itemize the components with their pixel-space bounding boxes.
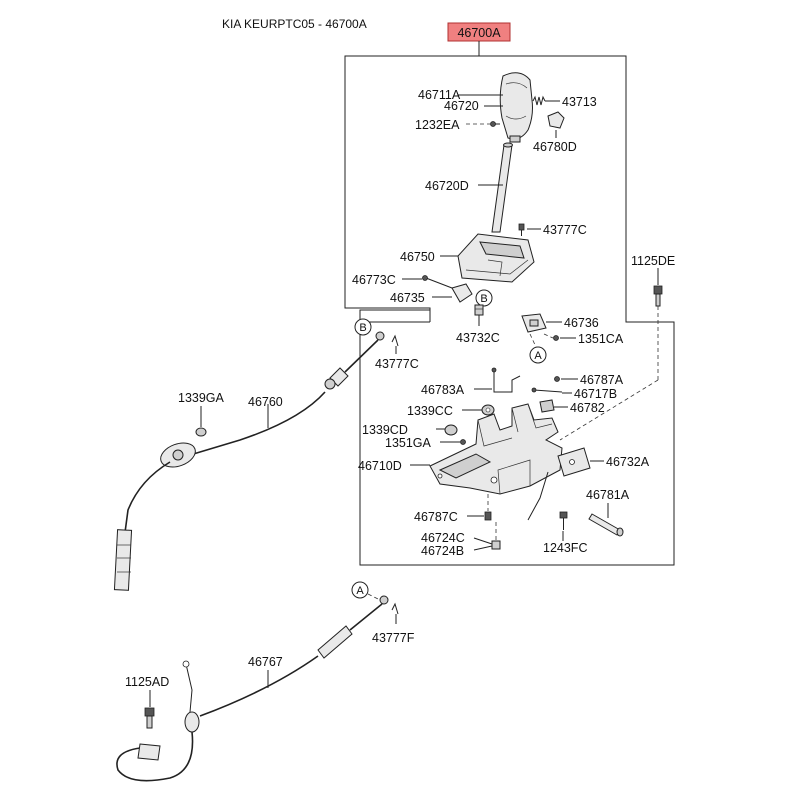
bolt-1243FC[interactable] bbox=[559, 511, 568, 530]
selected-part-label[interactable]: 46700A bbox=[457, 26, 501, 40]
label-46760[interactable]: 46760 bbox=[248, 395, 283, 409]
screw-1351CA[interactable] bbox=[553, 335, 559, 341]
spring-43713[interactable] bbox=[532, 95, 546, 106]
label-46787A[interactable]: 46787A bbox=[580, 373, 624, 387]
label-46781A[interactable]: 46781A bbox=[586, 488, 630, 502]
bracket-46783A[interactable] bbox=[491, 367, 521, 393]
label-1125DE[interactable]: 1125DE bbox=[631, 254, 675, 268]
clip-43777F[interactable] bbox=[391, 602, 399, 615]
svg-text:B: B bbox=[359, 322, 366, 334]
shift-knob[interactable] bbox=[499, 72, 533, 143]
svg-text:B: B bbox=[480, 293, 487, 305]
label-46780D[interactable]: 46780D bbox=[533, 140, 577, 154]
label-46787C[interactable]: 46787C bbox=[414, 510, 458, 524]
diagram-title: KIA KEURPTC05 - 46700A bbox=[222, 17, 367, 31]
leader-46724C bbox=[473, 537, 493, 545]
label-43732C[interactable]: 43732C bbox=[456, 331, 500, 345]
pin-46787A[interactable] bbox=[554, 376, 560, 382]
label-1232EA[interactable]: 1232EA bbox=[415, 118, 460, 132]
grommet-1339GA[interactable] bbox=[195, 427, 207, 437]
cable-46760[interactable] bbox=[113, 339, 379, 591]
callout-b-left[interactable]: B bbox=[354, 318, 372, 336]
part-46736[interactable] bbox=[521, 313, 547, 333]
label-1339GA[interactable]: 1339GA bbox=[178, 391, 225, 405]
bushing-1339CC[interactable] bbox=[481, 404, 495, 416]
label-1351CA[interactable]: 1351CA bbox=[578, 332, 624, 346]
plate-46732A[interactable] bbox=[527, 447, 591, 521]
part-46782[interactable] bbox=[539, 399, 555, 413]
svg-text:A: A bbox=[534, 350, 542, 362]
label-46735[interactable]: 46735 bbox=[390, 291, 425, 305]
selected-part-badge[interactable]: 46700A bbox=[447, 22, 511, 42]
label-1339CD[interactable]: 1339CD bbox=[362, 423, 408, 437]
label-46720D[interactable]: 46720D bbox=[425, 179, 469, 193]
indicator-cover-46750[interactable] bbox=[457, 233, 535, 283]
button-46780D[interactable] bbox=[547, 111, 565, 129]
screw-46787C[interactable] bbox=[484, 511, 492, 521]
svg-text:A: A bbox=[356, 585, 364, 597]
callout-a-mid[interactable]: A bbox=[529, 346, 547, 364]
callout-a-lower[interactable]: A bbox=[351, 581, 369, 599]
pin-46781A[interactable] bbox=[588, 513, 624, 537]
link-46735[interactable] bbox=[451, 283, 473, 303]
screw-1232EA[interactable] bbox=[490, 121, 501, 127]
bolt-1125DE[interactable] bbox=[653, 285, 663, 307]
label-1339CC[interactable]: 1339CC bbox=[407, 404, 453, 418]
label-46783A[interactable]: 46783A bbox=[421, 383, 465, 397]
dash-a-lower bbox=[367, 593, 381, 601]
screw-43777C-top[interactable] bbox=[518, 223, 525, 236]
cable-end-b[interactable] bbox=[375, 331, 399, 347]
label-1351GA[interactable]: 1351GA bbox=[385, 436, 432, 450]
cable-46767[interactable] bbox=[116, 595, 389, 782]
dash-1125DE-2 bbox=[559, 379, 659, 441]
label-43777C-left[interactable]: 43777C bbox=[375, 357, 419, 371]
label-43713[interactable]: 43713 bbox=[562, 95, 597, 109]
label-46736[interactable]: 46736 bbox=[564, 316, 599, 330]
label-46767[interactable]: 46767 bbox=[248, 655, 283, 669]
label-43777C-top[interactable]: 43777C bbox=[543, 223, 587, 237]
lever-46717B[interactable] bbox=[531, 387, 563, 393]
screw-1351GA[interactable] bbox=[460, 439, 466, 445]
label-43777F[interactable]: 43777F bbox=[372, 631, 415, 645]
label-46782[interactable]: 46782 bbox=[570, 401, 605, 415]
assembly-outline bbox=[344, 55, 675, 566]
leader-46724B bbox=[473, 545, 493, 551]
label-46711A[interactable]: 46711A bbox=[418, 88, 461, 102]
label-46724B[interactable]: 46724B bbox=[421, 544, 464, 558]
label-1125AD[interactable]: 1125AD bbox=[125, 675, 169, 689]
label-1243FC[interactable]: 1243FC bbox=[543, 541, 587, 555]
label-46720[interactable]: 46720 bbox=[444, 99, 479, 113]
pin-46773C[interactable] bbox=[422, 275, 453, 289]
dash-1351CA bbox=[543, 333, 554, 339]
bushing-1339CD[interactable] bbox=[444, 424, 458, 436]
bolt-1125AD[interactable] bbox=[144, 707, 155, 729]
label-46773C[interactable]: 46773C bbox=[352, 273, 396, 287]
clip-43732C[interactable] bbox=[474, 304, 484, 316]
label-46710D[interactable]: 46710D bbox=[358, 459, 402, 473]
shift-rod-46720D[interactable] bbox=[491, 142, 513, 233]
label-46717B[interactable]: 46717B bbox=[574, 387, 617, 401]
nut-46724C[interactable] bbox=[491, 540, 501, 550]
shifter-base-46710D[interactable] bbox=[429, 403, 563, 495]
label-46724C[interactable]: 46724C bbox=[421, 531, 465, 545]
label-46750[interactable]: 46750 bbox=[400, 250, 435, 264]
dash-a-mid bbox=[529, 333, 537, 348]
label-46732A[interactable]: 46732A bbox=[606, 455, 650, 469]
callout-b-upper[interactable]: B bbox=[475, 289, 493, 307]
